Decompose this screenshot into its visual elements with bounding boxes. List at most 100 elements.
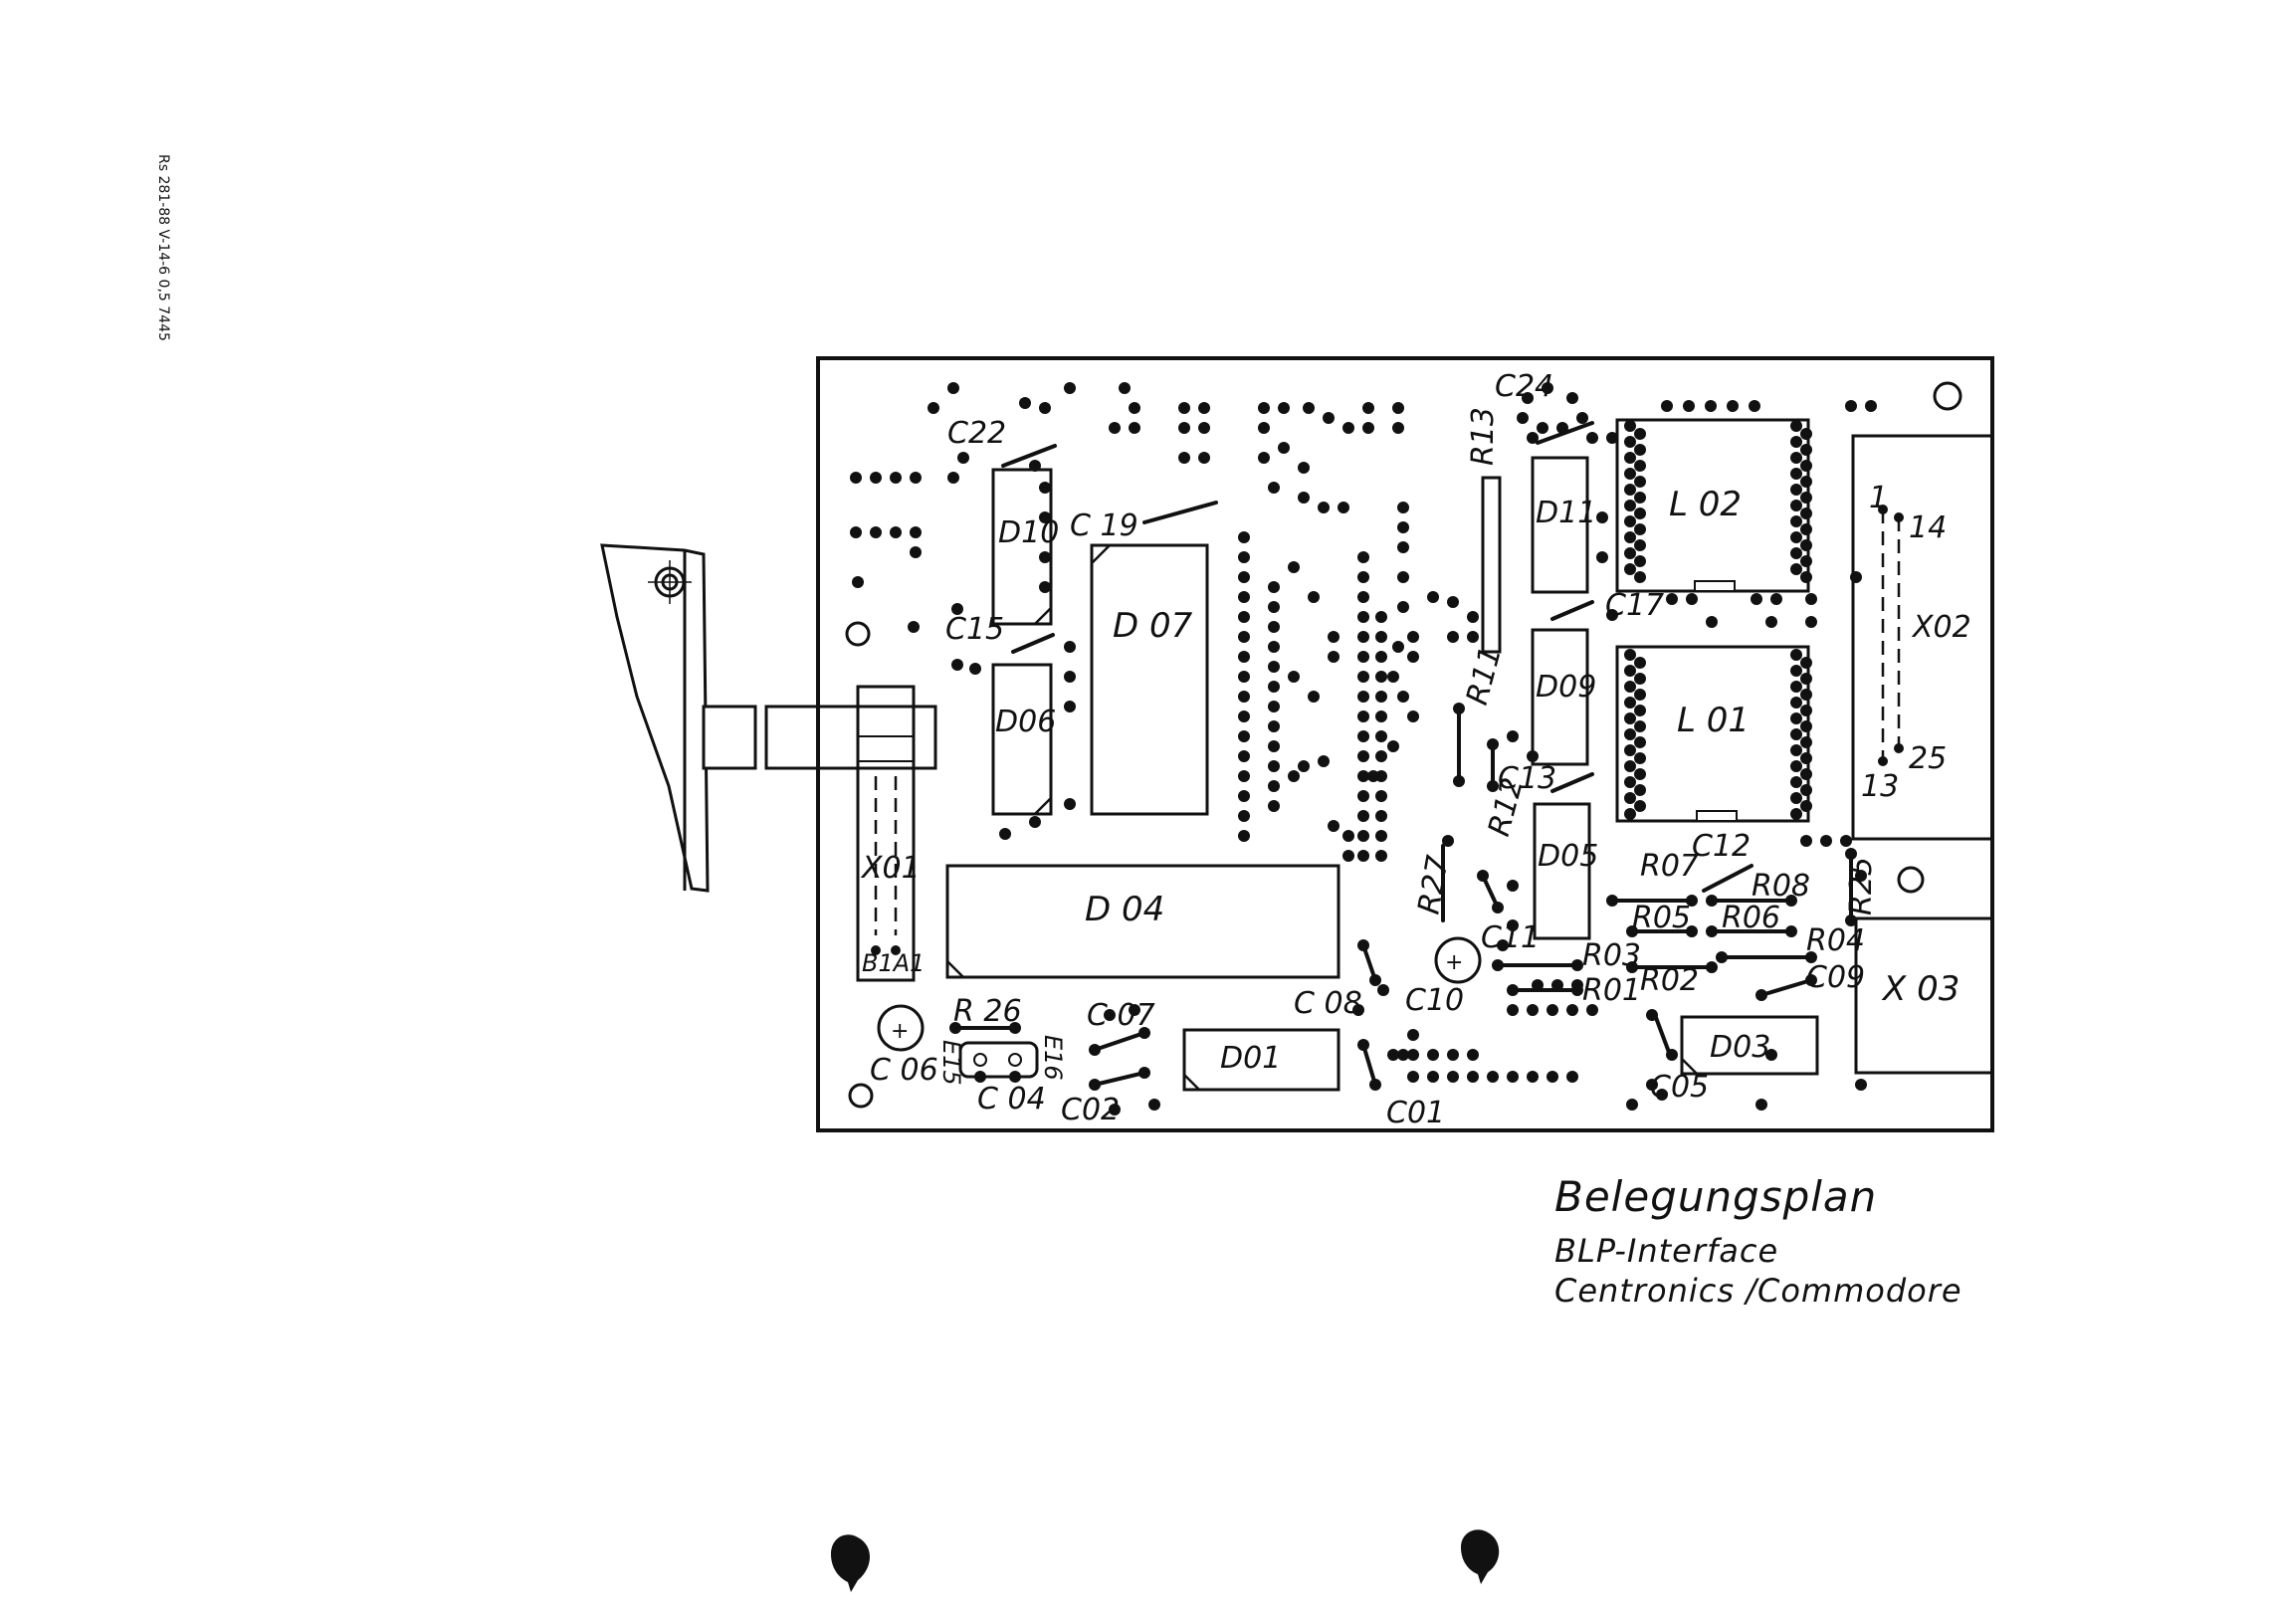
solder-pad xyxy=(1624,484,1636,496)
solder-pad xyxy=(1467,631,1479,643)
solder-pad xyxy=(1467,1049,1479,1061)
solder-pad xyxy=(1198,452,1210,464)
capacitor-c06-symbol: + xyxy=(877,1004,925,1052)
solder-pad xyxy=(1634,492,1646,504)
solder-pad xyxy=(1039,402,1051,414)
solder-pad xyxy=(1342,830,1354,842)
solder-pad xyxy=(1397,502,1409,513)
solder-pad xyxy=(1683,400,1695,412)
x03-label: X 03 xyxy=(1881,969,1960,1009)
solder-pad xyxy=(1850,571,1862,583)
solder-pad xyxy=(1624,744,1636,756)
solder-pad xyxy=(1308,691,1320,703)
r11-label: R11 xyxy=(1460,643,1509,709)
c15-label: C15 xyxy=(945,612,1004,647)
solder-pad xyxy=(1790,531,1802,543)
e16-label-group: E16 xyxy=(1039,1035,1067,1081)
solder-pad xyxy=(1198,422,1210,434)
solder-pad xyxy=(1238,531,1250,543)
solder-pad xyxy=(1606,895,1618,907)
solder-pad xyxy=(1624,547,1636,559)
solder-pad xyxy=(1453,775,1465,787)
solder-pad xyxy=(1268,800,1280,812)
solder-pad xyxy=(1626,925,1638,937)
solder-pad xyxy=(1800,523,1812,535)
solder-pad xyxy=(1129,422,1140,434)
r13-label-group: R13 xyxy=(1466,407,1501,466)
solder-pad xyxy=(1375,671,1387,683)
solder-pad xyxy=(1790,436,1802,448)
solder-pad xyxy=(1392,402,1404,414)
solder-pad xyxy=(1571,959,1583,971)
solder-pad xyxy=(1646,1009,1658,1021)
solder-pad xyxy=(1268,780,1280,792)
solder-pad xyxy=(1397,521,1409,533)
solder-pad xyxy=(1800,705,1812,716)
c13-label: C13 xyxy=(1498,761,1556,796)
coil-l02: L 02 xyxy=(1615,418,1810,593)
solder-pad xyxy=(1800,428,1812,440)
solder-pad xyxy=(1634,689,1646,701)
r25-label-group: R25 xyxy=(1844,857,1879,915)
component-lead-lines xyxy=(953,421,1853,1087)
solder-pad xyxy=(1357,710,1369,722)
solder-pad xyxy=(1507,1071,1519,1083)
solder-pad xyxy=(1686,895,1698,907)
e16-label: E16 xyxy=(1039,1035,1067,1081)
r05-label: R05 xyxy=(1632,901,1691,935)
solder-pad xyxy=(1790,808,1802,820)
solder-pad xyxy=(1238,631,1250,643)
solder-pad xyxy=(1342,422,1354,434)
solder-pad xyxy=(1039,511,1051,523)
solder-pad xyxy=(1039,551,1051,563)
ic-d04: D 04 xyxy=(945,864,1341,979)
r07-label: R07 xyxy=(1640,849,1699,884)
solder-pad xyxy=(1749,400,1760,412)
solder-pad xyxy=(1268,701,1280,712)
r27-label: R27 xyxy=(1411,853,1456,916)
solder-pad xyxy=(1634,657,1646,669)
solder-pad xyxy=(1375,631,1387,643)
solder-pad xyxy=(1878,756,1888,766)
solder-pad xyxy=(1238,651,1250,663)
solder-pad xyxy=(1298,760,1310,772)
solder-pad xyxy=(1790,665,1802,677)
solder-pad xyxy=(949,1022,961,1034)
solder-pad xyxy=(1790,712,1802,724)
solder-pad xyxy=(1790,649,1802,661)
e15-label-group: E15 xyxy=(937,1040,965,1086)
solder-pad xyxy=(1357,591,1369,603)
solder-pad xyxy=(1129,402,1140,414)
d05-label: D05 xyxy=(1538,839,1598,874)
solder-pad xyxy=(1845,848,1857,860)
connector-x01: X01 B1A1 xyxy=(856,685,925,982)
solder-pad xyxy=(1453,703,1465,714)
ic-d10: D10 xyxy=(991,468,1059,626)
solder-pad xyxy=(1258,422,1270,434)
solder-pad xyxy=(1039,581,1051,593)
solder-pad xyxy=(891,945,901,955)
ic-d11: D11 xyxy=(1531,456,1596,594)
solder-pad xyxy=(1238,790,1250,802)
d03-label: D03 xyxy=(1710,1030,1770,1065)
solder-pad xyxy=(1397,571,1409,583)
solder-pad xyxy=(1178,452,1190,464)
solder-pad xyxy=(1542,382,1553,394)
r06-label: R06 xyxy=(1722,901,1780,935)
solder-pad xyxy=(1375,710,1387,722)
solder-pad xyxy=(1064,641,1076,653)
solder-pad xyxy=(1800,673,1812,685)
solder-pad xyxy=(1357,571,1369,583)
solder-pad xyxy=(1352,1004,1364,1016)
solder-pad xyxy=(850,472,862,484)
solder-pad xyxy=(1268,601,1280,613)
solder-pad xyxy=(1517,412,1529,424)
solder-pad xyxy=(1840,835,1852,847)
solder-pad xyxy=(1634,784,1646,796)
r08-label: R08 xyxy=(1752,869,1810,904)
solder-pad xyxy=(870,526,882,538)
solder-pad xyxy=(1362,422,1374,434)
solder-pad xyxy=(1634,539,1646,551)
solder-pad xyxy=(1238,710,1250,722)
solder-pad xyxy=(1357,730,1369,742)
